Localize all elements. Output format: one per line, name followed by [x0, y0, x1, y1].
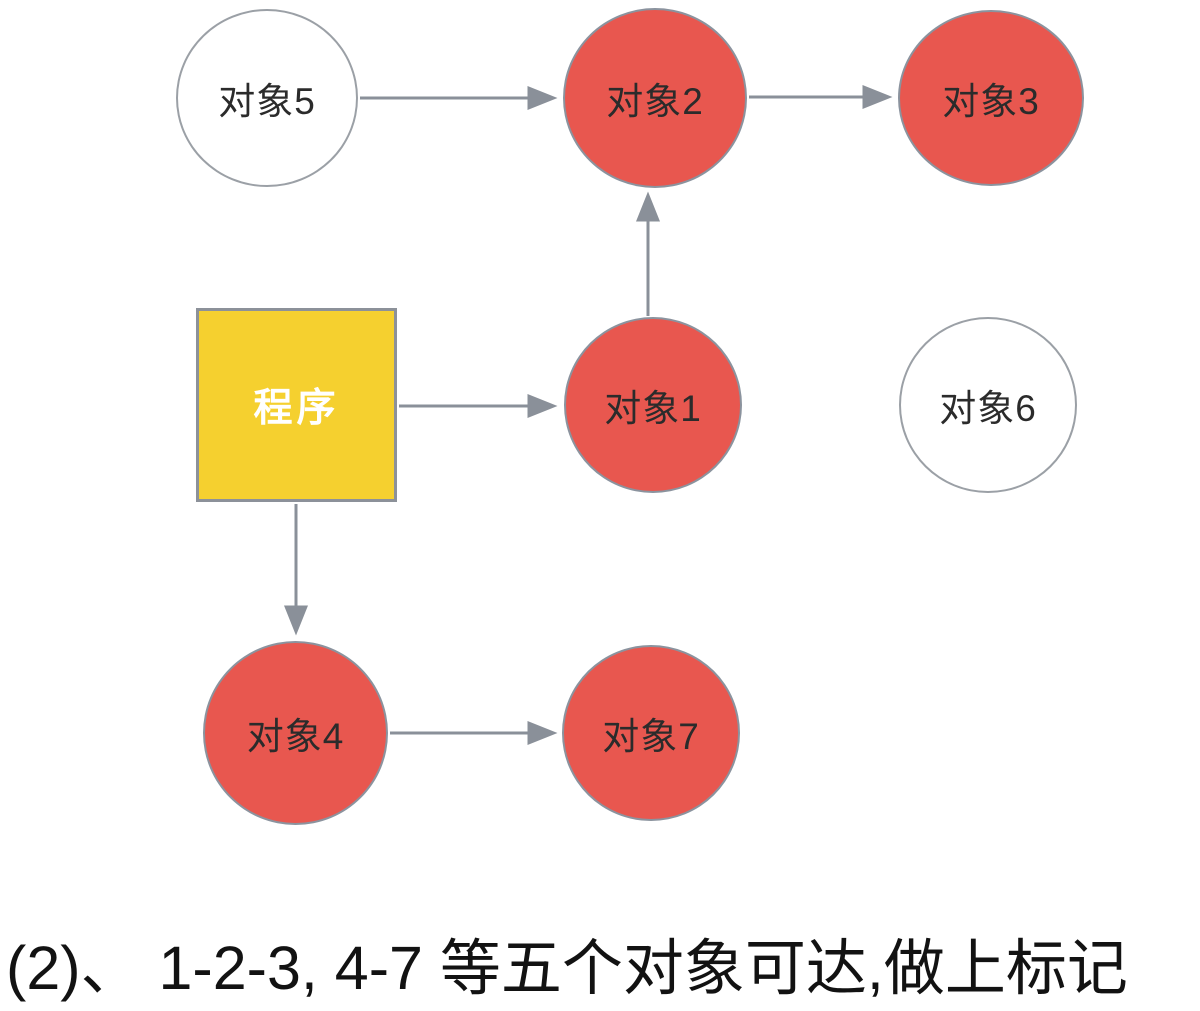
node-object1-label: 对象1	[604, 388, 702, 429]
node-object6: 对象6	[899, 317, 1077, 493]
node-object2: 对象2	[563, 8, 747, 188]
node-object3-label: 对象3	[942, 81, 1040, 122]
node-program-root: 程序	[196, 308, 397, 502]
node-object4-label: 对象4	[246, 716, 345, 757]
node-object1: 对象1	[564, 317, 742, 493]
node-object7: 对象7	[562, 645, 740, 821]
node-object3: 对象3	[898, 10, 1084, 186]
node-object2-label: 对象2	[606, 81, 704, 122]
node-object7-label: 对象7	[602, 716, 700, 757]
node-object6-label: 对象6	[939, 388, 1037, 429]
node-object4: 对象4	[203, 641, 388, 825]
caption-text: (2)、 1-2-3, 4-7 等五个对象可达,做上标记	[6, 934, 1128, 1002]
node-program-label: 程序	[253, 387, 340, 430]
node-object5-label: 对象5	[218, 81, 316, 122]
node-object5: 对象5	[176, 9, 358, 187]
